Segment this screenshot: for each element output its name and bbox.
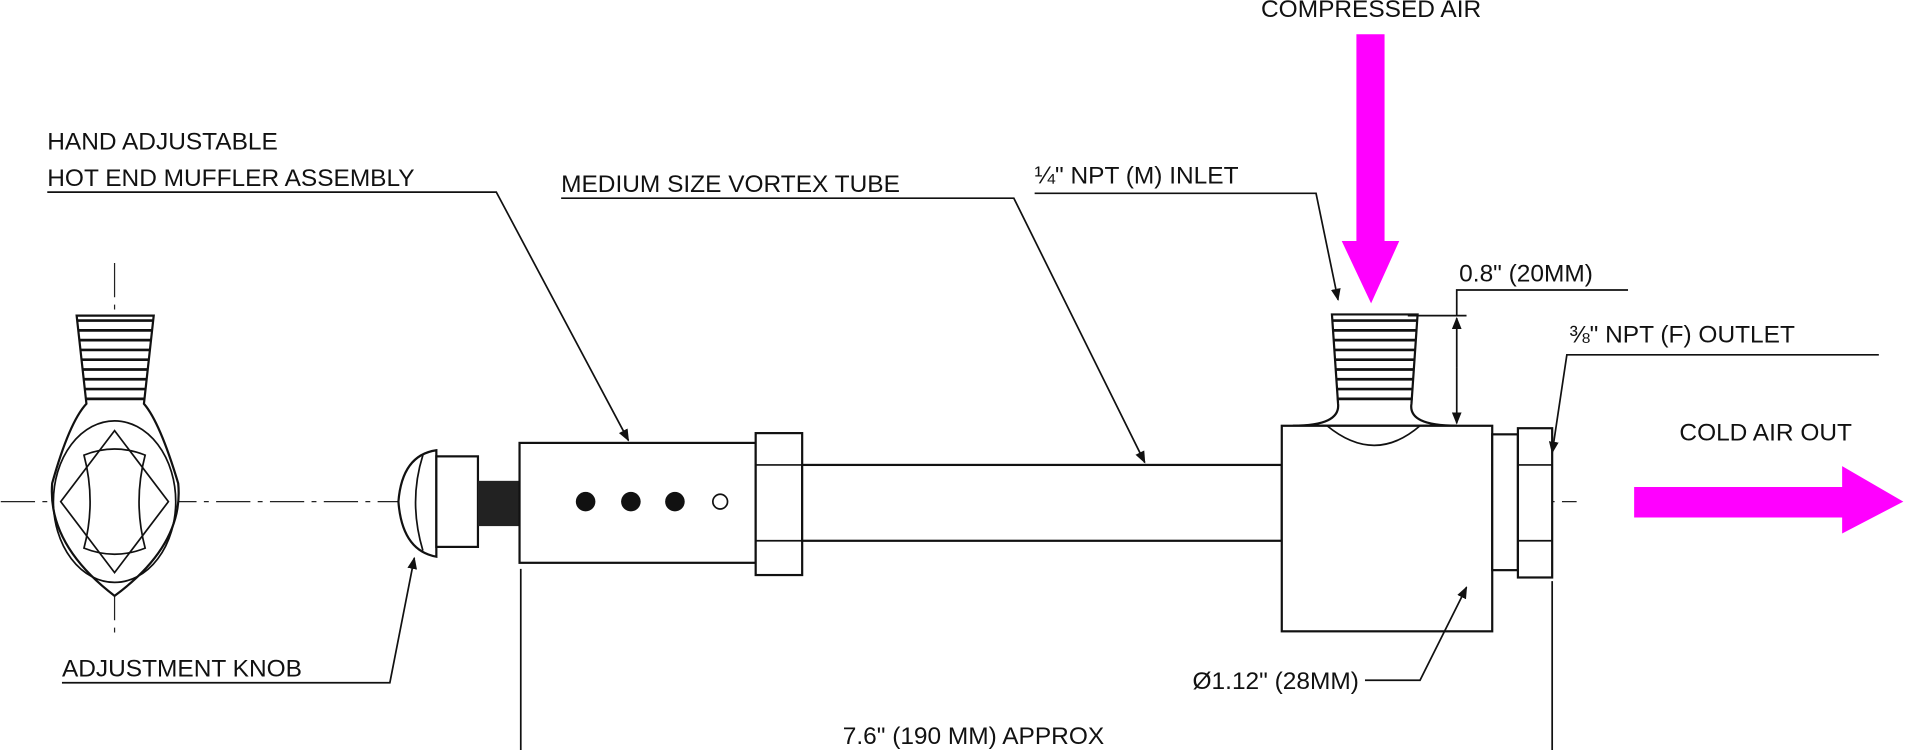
- hand-adjustable-label: HAND ADJUSTABLE: [47, 128, 278, 155]
- overall-length-dimension: 7.6" (190 MM) APPROX: [843, 723, 1104, 750]
- adjustment-knob-label: ADJUSTMENT KNOB: [62, 656, 302, 683]
- compressed-air-label: COMPRESSED AIR: [1261, 0, 1481, 23]
- adjustment-knob-part: [397, 448, 521, 559]
- diameter-dimension: Ø1.12" (28MM): [1193, 668, 1359, 695]
- hot-end-muffler-part: [518, 432, 804, 577]
- inlet-label: ¼" NPT (M) INLET: [1035, 163, 1239, 190]
- compressed-air-arrow-icon: [1341, 34, 1400, 304]
- end-view-fitting: [50, 314, 180, 598]
- hot-end-muffler-label: HOT END MUFFLER ASSEMBLY: [47, 165, 414, 192]
- outlet-label: ⅜" NPT (F) OUTLET: [1569, 322, 1795, 349]
- cold-air-out-label: COLD AIR OUT: [1679, 419, 1852, 446]
- vortex-tube-body: [801, 463, 1283, 542]
- cold-air-out-arrow-icon: [1634, 466, 1904, 534]
- vortex-tube-label: MEDIUM SIZE VORTEX TUBE: [561, 171, 900, 198]
- inlet-height-dimension: 0.8" (20MM): [1459, 260, 1593, 287]
- inlet-tee-part: [1280, 313, 1554, 633]
- leader-lines: [47, 191, 1879, 750]
